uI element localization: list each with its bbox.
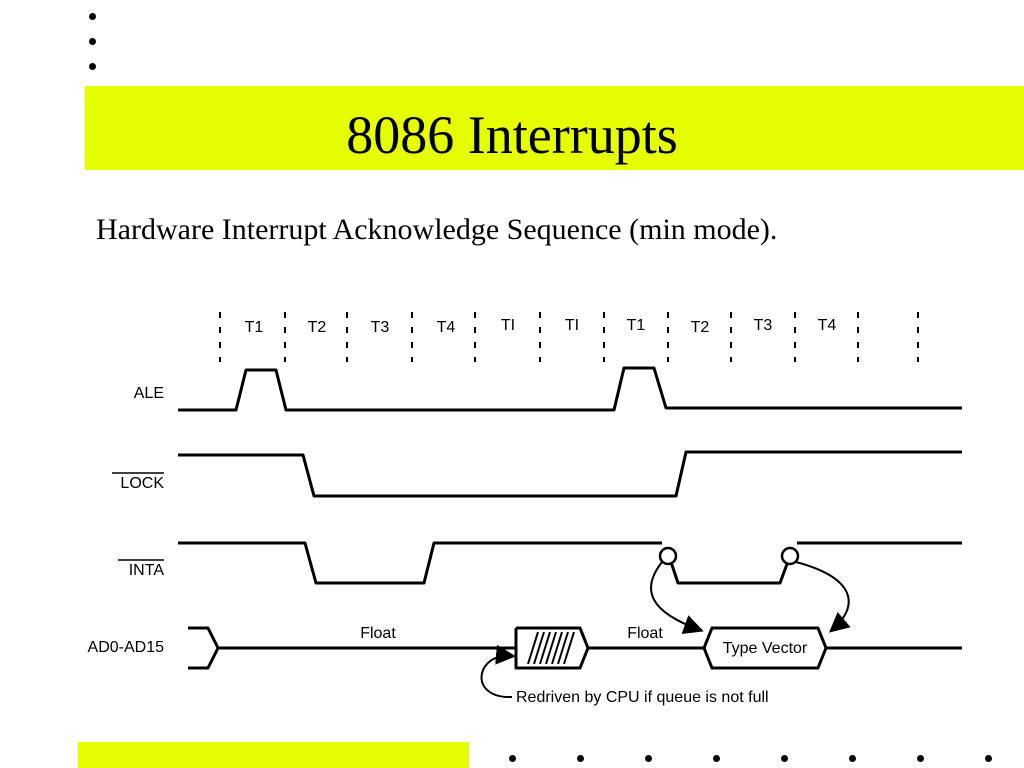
decor-dot — [781, 755, 788, 762]
decor-dot — [89, 13, 96, 20]
t-state-labels: T1 T2 T3 T4 TI TI T1 T2 T3 T4 — [245, 317, 837, 336]
float-label: Float — [627, 625, 663, 642]
decor-dot — [89, 38, 96, 45]
decor-dot — [89, 63, 96, 70]
decor-dot — [917, 755, 924, 762]
decor-dot — [849, 755, 856, 762]
t-state-label: T1 — [627, 317, 646, 334]
inta-edge-marker — [780, 546, 800, 566]
signal-label-ale: ALE — [134, 385, 164, 402]
footer-banner — [78, 742, 469, 768]
t-state-label: TI — [501, 317, 515, 334]
decor-dot — [985, 755, 992, 762]
slide-title: 8086 Interrupts — [346, 105, 678, 165]
bus-waveform — [188, 626, 962, 670]
t-state-label: TI — [565, 317, 579, 334]
lock-waveform — [178, 450, 962, 498]
signal-label-lock: LOCK — [120, 475, 164, 492]
decor-dot — [577, 755, 584, 762]
type-vector-label: Type Vector — [723, 640, 808, 657]
t-state-label: T2 — [308, 319, 327, 336]
t-state-label: T4 — [818, 317, 837, 334]
redriven-arrow — [480, 644, 516, 699]
slide-subtitle: Hardware Interrupt Acknowledge Sequence … — [96, 213, 778, 246]
signal-label-inta: INTA — [129, 562, 165, 579]
inta-to-vector-arrow — [650, 561, 704, 634]
t-state-label: T3 — [754, 317, 773, 334]
decor-dot — [645, 755, 652, 762]
decor-dot — [713, 755, 720, 762]
signal-label-bus: AD0-AD15 — [88, 639, 165, 656]
t-state-label: T3 — [371, 319, 390, 336]
inta-waveform — [178, 541, 962, 585]
t-state-label: T1 — [245, 319, 264, 336]
inta-to-vector-arrow — [795, 561, 851, 633]
t-state-label: T4 — [437, 319, 456, 336]
float-label: Float — [360, 625, 396, 642]
redriven-note: Redriven by CPU if queue is not full — [516, 689, 769, 706]
decor-dot — [509, 755, 516, 762]
inta-edge-marker — [658, 546, 678, 566]
t-state-label: T2 — [691, 319, 710, 336]
ale-waveform — [178, 366, 962, 412]
title-banner — [85, 86, 1024, 170]
